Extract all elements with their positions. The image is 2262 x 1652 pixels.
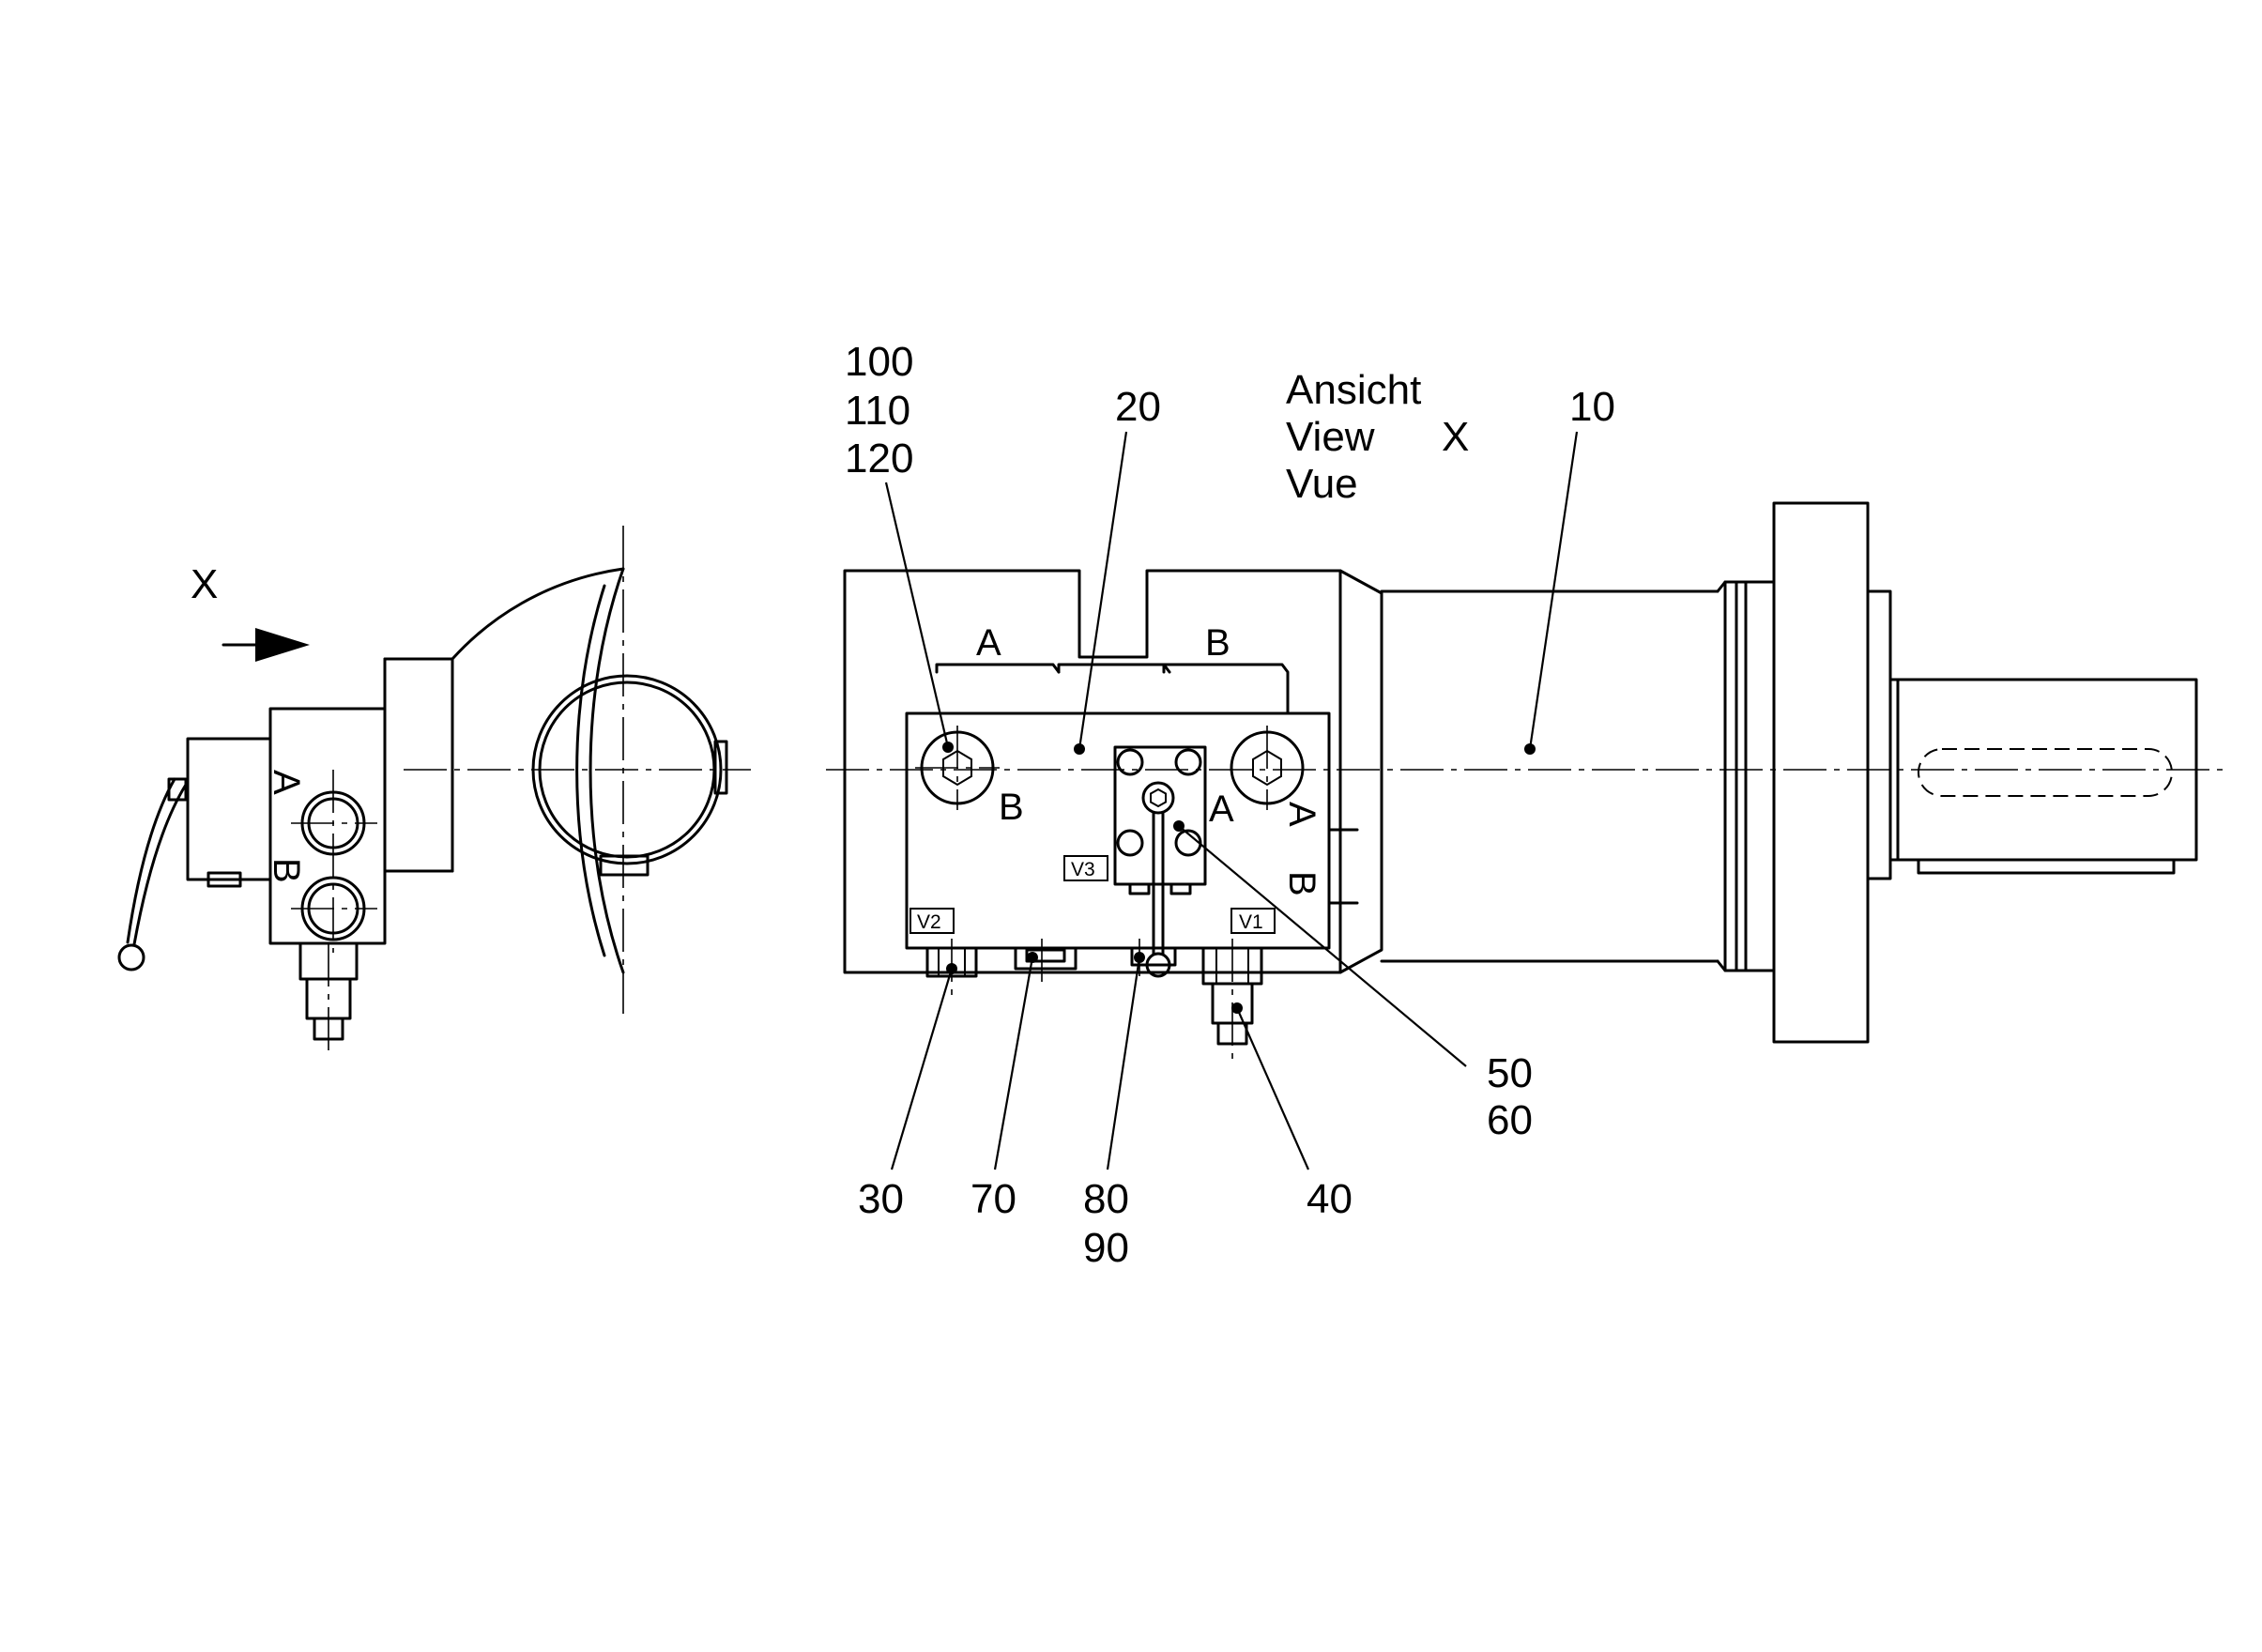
motor-housing (843, 569, 1383, 974)
view-direction-arrow (222, 628, 310, 662)
svg-text:80: 80 (1083, 1176, 1129, 1222)
callout-70: 70 (971, 952, 1038, 1222)
lever-handle (117, 777, 188, 971)
fitting-v1 (1201, 939, 1263, 1059)
callout-40: 40 (1231, 1002, 1353, 1222)
view-note-letter: X (1442, 414, 1469, 460)
motor-barrel (1380, 580, 1776, 972)
side-shaft-circle (531, 674, 728, 877)
output-shaft (1888, 678, 2198, 875)
callout-30: 30 (858, 963, 957, 1222)
side-view: X A B (117, 526, 751, 1053)
view-note: Ansicht View Vue X (1286, 367, 1469, 507)
svg-text:90: 90 (1083, 1225, 1129, 1271)
side-port-a-label: A (266, 770, 307, 795)
side-bottom-fitting (298, 941, 359, 1053)
callout-80-90: 80 90 (1083, 952, 1145, 1271)
svg-text:100: 100 (845, 339, 913, 385)
svg-text:50: 50 (1487, 1050, 1533, 1096)
valve-plate-port-a-label: A (1209, 788, 1234, 830)
motor-flange (1772, 501, 1870, 1044)
valve-tag-v1: V1 (1230, 908, 1276, 934)
manifold-port-b-side-label: B (1281, 871, 1322, 896)
manifold-screw-right (1230, 726, 1305, 810)
side-motor-cover (451, 567, 625, 974)
valve-plate-v3 (1113, 745, 1207, 895)
valve-tag-v3: V3 (1063, 855, 1108, 881)
callout-10: 10 (1524, 384, 1615, 755)
callout-20: 20 (1074, 384, 1161, 755)
callout-100-120: 100 110 120 (845, 339, 954, 753)
fitting-70 (1014, 939, 1078, 984)
manifold-port-a-side-label: A (1281, 802, 1322, 827)
view-marker-letter: X (191, 561, 218, 607)
view-note-line3: Vue (1286, 461, 1358, 507)
svg-text:30: 30 (858, 1176, 904, 1222)
valve-tag-v2: V2 (909, 908, 955, 934)
view-note-line1: Ansicht (1286, 367, 1421, 413)
svg-text:10: 10 (1569, 384, 1615, 430)
svg-text:V1: V1 (1239, 911, 1263, 933)
svg-text:V2: V2 (917, 911, 941, 933)
side-adapter-block (383, 657, 454, 873)
side-port-b-label: B (266, 858, 307, 883)
side-valve-box (186, 737, 272, 881)
housing-port-b-label: B (1205, 622, 1230, 664)
svg-text:60: 60 (1487, 1097, 1533, 1143)
front-view: A B (826, 339, 2226, 1271)
manifold-screw-left (915, 726, 1000, 810)
svg-text:V3: V3 (1071, 859, 1095, 880)
housing-port-a-label: A (976, 622, 1001, 664)
svg-text:120: 120 (845, 436, 913, 482)
svg-text:70: 70 (971, 1176, 1016, 1222)
callout-50-60: 50 60 (1173, 820, 1533, 1143)
svg-text:20: 20 (1115, 384, 1161, 430)
svg-text:40: 40 (1307, 1176, 1353, 1222)
valve-manifold: B A B (905, 711, 1359, 950)
view-note-line2: View (1286, 414, 1375, 460)
svg-text:110: 110 (845, 388, 910, 434)
valve-rod (1145, 811, 1171, 978)
manifold-port-b-label: B (999, 787, 1024, 828)
